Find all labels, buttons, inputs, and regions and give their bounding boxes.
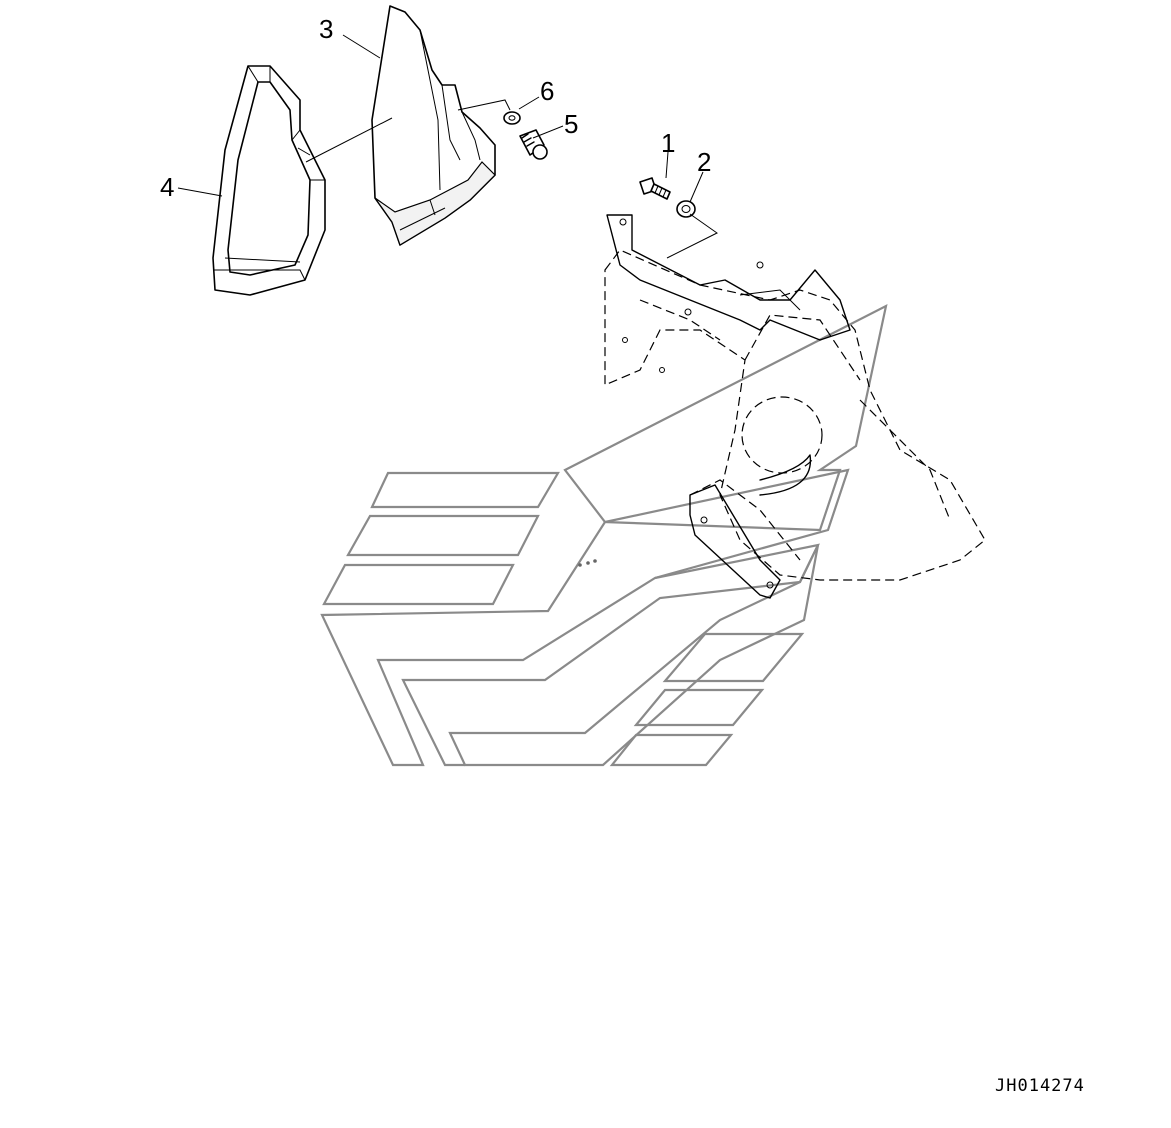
part-1-bolt	[639, 177, 671, 200]
stripe-6	[609, 733, 734, 767]
document-id: JH014274	[995, 1076, 1085, 1096]
callout-labels: 1 2 3 4 5 6	[160, 14, 711, 202]
leader-lines	[177, 34, 718, 259]
stripe-3	[322, 563, 515, 606]
stripe-5	[633, 688, 765, 727]
machine-body-outline	[320, 303, 888, 767]
callout-1: 1	[661, 128, 675, 158]
stripe-4	[662, 632, 805, 683]
part-2-washer	[676, 200, 696, 218]
callout-4: 4	[160, 172, 174, 202]
cab-structure-phantom	[604, 249, 986, 581]
callout-2: 2	[697, 147, 711, 177]
part-4-frame	[212, 65, 326, 296]
callout-6: 6	[540, 76, 554, 106]
decal-marks	[578, 559, 597, 567]
stripe-1	[370, 471, 560, 509]
mounting-bracket	[606, 214, 851, 599]
part-6-nut	[503, 111, 521, 125]
stripe-2	[346, 514, 540, 557]
callout-5: 5	[564, 109, 578, 139]
callout-3: 3	[319, 14, 333, 44]
part-3-mirror	[371, 5, 496, 246]
